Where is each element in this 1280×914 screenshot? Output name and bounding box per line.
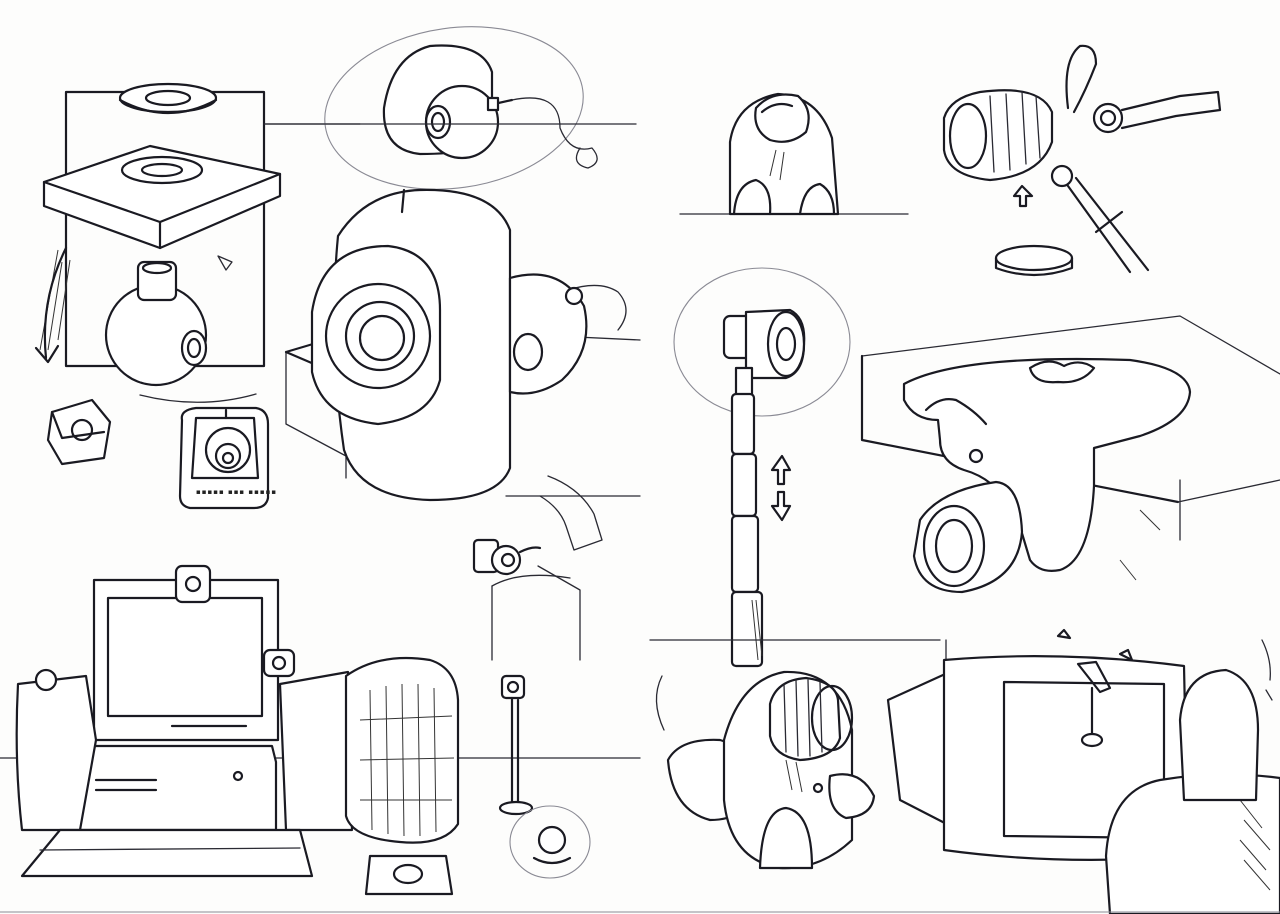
crt-hanging-cam-sketch [886,628,1280,914]
desk-clamp-sketch [860,315,1280,594]
hooded-webcam-sketch [679,92,909,216]
webcam-on-monitor-sketch [284,188,641,551]
ball-webcam-top-sketch [263,26,637,190]
knob-pin-detail-sketch [942,44,1222,277]
small-cube-cam [46,398,112,466]
printed-brand-mark: ▪▪▪▪▪ ▪▪▪ ▪▪▪▪▪ [196,488,277,496]
robot-cam-sketch [655,670,876,870]
computer-desk-sketch [0,564,641,896]
square-webcam-front: ▪▪▪▪▪ ▪▪▪ ▪▪▪▪▪ [178,406,277,510]
small-webcam-ledge-sketch [472,538,581,661]
clip-mount-sketch: ▪▪▪▪▪ ▪▪▪ ▪▪▪▪▪ [34,82,361,510]
telescoping-pole-sketch [649,267,941,668]
stand-cam-sketch [498,674,591,879]
